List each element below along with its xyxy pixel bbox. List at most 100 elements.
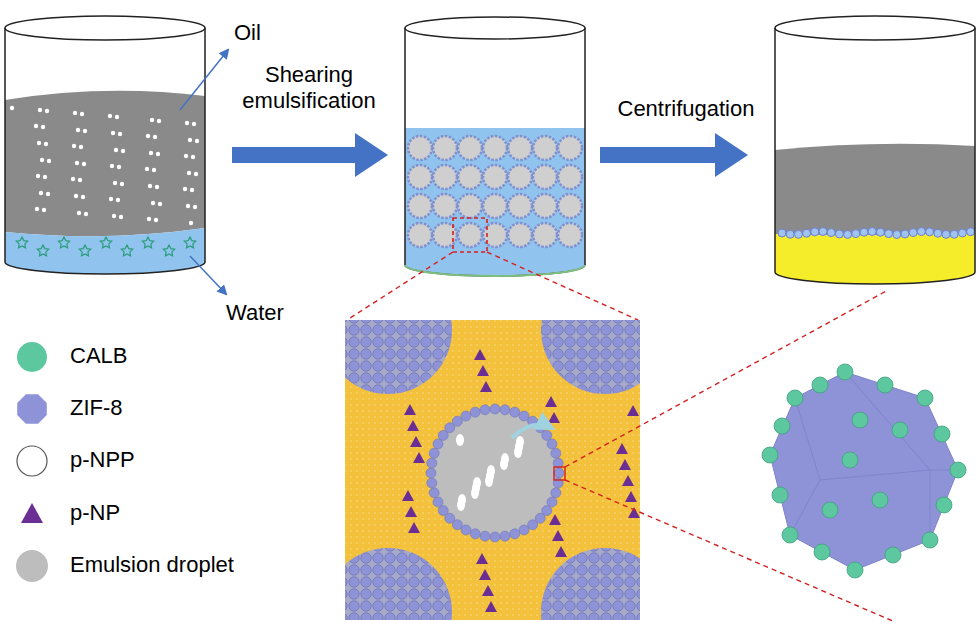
substrate-dots-part — [501, 453, 509, 465]
calb-dots-part — [782, 527, 798, 543]
leader-line — [180, 50, 228, 110]
substrate-dots-part — [114, 148, 118, 152]
zif8-shell-part — [500, 531, 510, 541]
legend-marks — [16, 342, 48, 582]
zif8-shell-part — [452, 416, 462, 426]
oil-layer — [5, 91, 205, 236]
beaker-rim — [5, 16, 205, 40]
substrate-dots-part — [184, 154, 188, 158]
substrate-dots-part — [157, 119, 161, 123]
interface-particles-part — [909, 229, 917, 237]
legend-text: p-NP — [70, 500, 120, 526]
substrate-dots-part — [456, 434, 464, 446]
zoom-line — [347, 252, 453, 320]
product-triangles-part — [476, 553, 488, 564]
pickering-droplet — [345, 320, 452, 394]
enzyme-stars-part — [100, 237, 111, 248]
zif8-shell-part — [551, 448, 561, 458]
substrate-dots-part — [117, 165, 121, 169]
emulsion-droplets-part — [508, 223, 532, 247]
substrate-dots-part — [115, 115, 119, 119]
substrate-dots — [10, 106, 199, 225]
product-triangles-part — [625, 491, 637, 502]
substrate-dots-part — [156, 152, 160, 156]
diffusion-arrow — [512, 425, 552, 438]
legend-swatch — [17, 446, 47, 476]
substrate-dots-part — [108, 114, 112, 118]
calb-dots-part — [934, 426, 950, 442]
substrate-dots-part — [44, 142, 48, 146]
substrate-dots-part — [83, 129, 87, 133]
zoom-box — [554, 467, 565, 480]
substrate-dots-part — [193, 205, 197, 209]
product-triangles-part — [555, 546, 567, 557]
emulsion-droplets-part — [558, 165, 582, 189]
calb-dots-part — [936, 497, 952, 513]
product-triangles-part — [552, 530, 564, 541]
beaker-before — [5, 16, 205, 274]
calb-dots-part — [774, 418, 790, 434]
water-layer — [5, 228, 205, 274]
substrate-dots-part — [487, 465, 495, 477]
product-triangles-part — [404, 404, 416, 415]
process-arrow — [232, 133, 388, 177]
emulsion-droplets-part — [433, 194, 457, 218]
zif8-shell-part — [438, 506, 448, 516]
interface-particles-part — [852, 230, 860, 238]
emulsion-droplets-part — [408, 165, 432, 189]
substrate-dots-part — [191, 155, 195, 159]
emulsion-droplets-part — [458, 136, 482, 160]
interface-particles-part — [917, 228, 925, 236]
emulsion-droplets-part — [483, 136, 507, 160]
enzyme-stars-part — [37, 245, 48, 256]
interface-particles-part — [876, 228, 884, 236]
zif8-shell-part — [470, 407, 480, 417]
enzyme-stars-part — [184, 237, 195, 248]
substrate-dots-part — [155, 185, 159, 189]
substrate-dots-part — [47, 159, 51, 163]
substrate-dots-part — [458, 494, 466, 506]
substrate-dots-part — [120, 182, 124, 186]
zif8-shell-part — [554, 468, 564, 478]
zif8-shell-part — [490, 532, 500, 542]
enzyme-stars-part — [16, 237, 27, 248]
legend-text: Emulsion droplet — [70, 552, 234, 578]
zif8-shell-part — [519, 411, 529, 421]
calb-dots-part — [762, 447, 778, 463]
substrate-dots-part — [148, 184, 152, 188]
substrate-dots-part — [153, 135, 157, 139]
interface-particles-part — [803, 229, 811, 237]
substrate-dots-part — [40, 158, 44, 162]
emulsion-droplets-part — [433, 136, 457, 160]
emulsion-droplets-part — [483, 194, 507, 218]
product-triangles-part — [402, 490, 414, 501]
zif8-shell-part — [433, 497, 443, 507]
zif8-shell-part — [480, 531, 490, 541]
calb-dots-part — [877, 377, 893, 393]
substrate-dots-part — [79, 145, 83, 149]
substrate-dots-part — [187, 171, 191, 175]
calb-dots-part — [917, 390, 933, 406]
zif8-shell-part — [528, 520, 538, 530]
substrate-dots-part — [39, 191, 43, 195]
legend-swatch — [16, 550, 48, 582]
enzyme-stars-part — [79, 245, 90, 256]
calb-dots-part — [787, 390, 803, 406]
emulsion-droplets-part — [533, 223, 557, 247]
emulsion-droplets-part — [433, 165, 457, 189]
substrate-dots-part — [192, 122, 196, 126]
product-triangles-part — [628, 507, 640, 518]
product-triangles-part — [479, 569, 491, 580]
product-triangles-part — [413, 452, 425, 463]
product-triangles-part — [549, 514, 561, 525]
calb-dots-part — [950, 462, 966, 478]
legend-text: CALB — [70, 343, 127, 369]
zif8-shell-part — [426, 468, 436, 478]
substrate-dots-part — [116, 198, 120, 202]
emulsion-droplets-part — [483, 165, 507, 189]
interface-particles-part — [950, 230, 958, 238]
substrate-dots-part — [188, 138, 192, 142]
substrate-dots-part — [112, 214, 116, 218]
calb-dots-part — [842, 452, 858, 468]
